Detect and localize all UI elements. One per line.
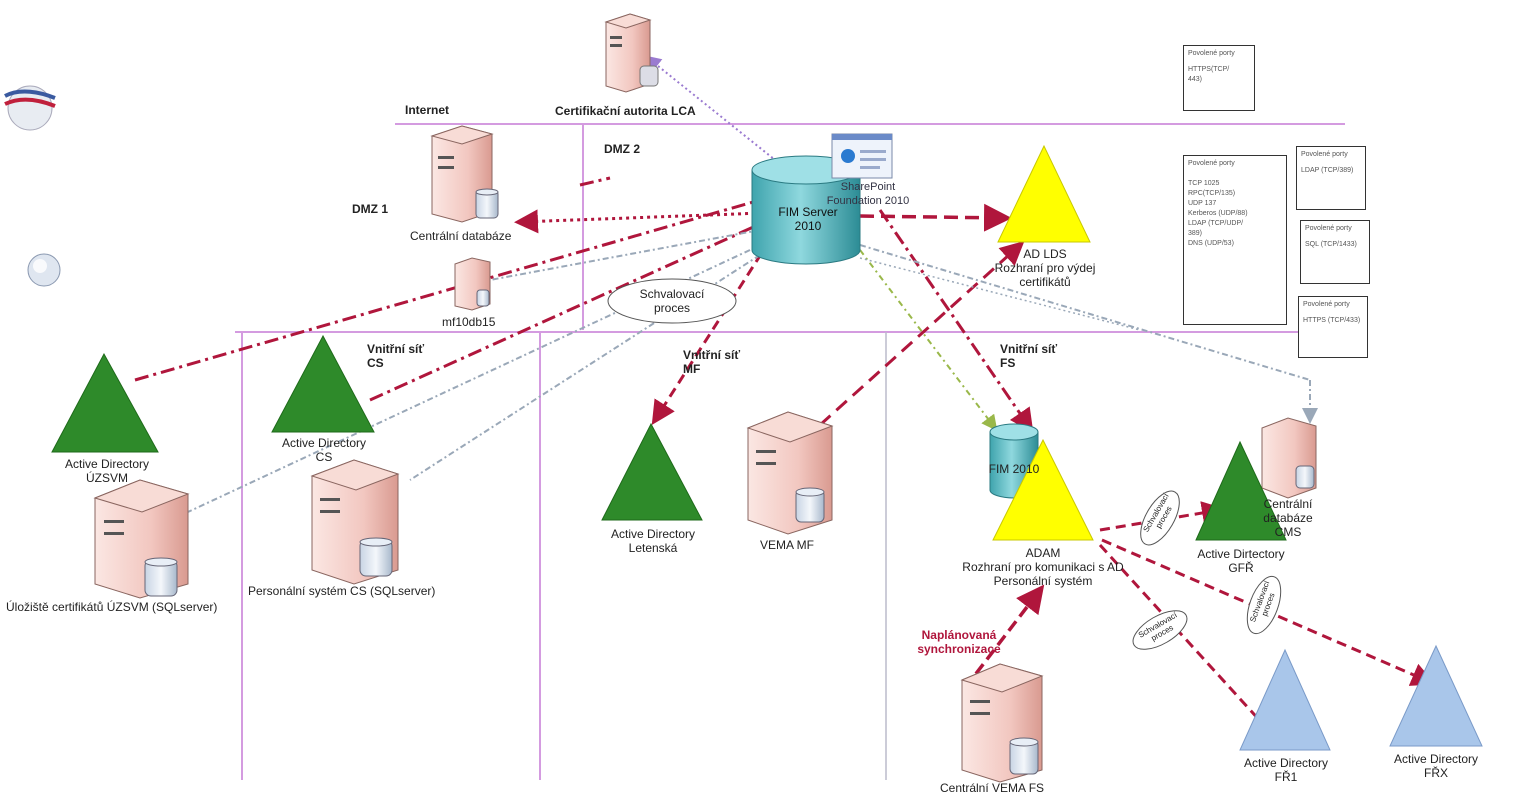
ad-lds-label: AD LDS Rozhraní pro výdej certifikátů xyxy=(994,247,1096,289)
connections xyxy=(134,55,1436,750)
vema-fs-label: Centrální VEMA FS xyxy=(940,781,1045,795)
approval-fr1-ellipse xyxy=(1132,610,1188,650)
ca-label: Certifikační autorita LCA xyxy=(555,104,696,118)
legend-fim-ports: Povolené porty TCP 1025 RPC(TCP/135) UDP… xyxy=(1183,155,1287,325)
zone-internet-label: Internet xyxy=(405,103,450,117)
fim-fs-label: FIM 2010 xyxy=(988,462,1040,476)
zone-dmz1-label: DMZ 1 xyxy=(352,202,388,216)
vema-fs-server-icon xyxy=(960,663,1044,783)
central-db-server-icon xyxy=(430,125,499,223)
ad-cs-triangle xyxy=(271,334,375,433)
adam-triangle xyxy=(992,438,1094,541)
legend-https433: Povolené porty HTTPS (TCP/433) xyxy=(1298,296,1368,358)
legend-ldap: Povolené porty LDAP (TCP/389) xyxy=(1296,146,1366,210)
mf10db15-label: mf10db15 xyxy=(442,315,496,329)
zone-dmz2-label: DMZ 2 xyxy=(604,142,640,156)
approval-frx-ellipse xyxy=(1246,575,1282,635)
mf10db15-server-icon xyxy=(454,257,491,311)
approval-gfr-ellipse xyxy=(1140,490,1180,546)
central-db-label: Centrální databáze xyxy=(410,229,512,243)
ad-gfr-triangle xyxy=(1195,440,1287,541)
cms-db-server-icon xyxy=(1261,417,1317,499)
vema-mf-label: VEMA MF xyxy=(760,538,815,552)
ad-frx-triangle xyxy=(1389,644,1483,747)
ad-lds-triangle xyxy=(997,144,1091,243)
cms-db-label: Centrální databáze CMS xyxy=(1263,497,1313,539)
ad-letenska-triangle xyxy=(601,422,703,521)
partial-network-icon xyxy=(4,85,56,131)
cert-store-server-icon xyxy=(93,479,190,599)
adam-label: ADAM Rozhraní pro komunikaci s AD Person… xyxy=(962,546,1124,588)
partial-globe-icon xyxy=(27,253,61,287)
vema-mf-server-icon xyxy=(746,411,834,535)
ad-fr1-triangle xyxy=(1239,648,1331,751)
personal-cs-server-icon xyxy=(310,459,400,585)
cert-store-label: Úložiště certifikátů ÚZSVM (SQLserver) xyxy=(6,600,218,614)
approval-main-ellipse xyxy=(607,278,737,324)
ad-uzsvm-triangle xyxy=(51,352,159,453)
legend-sql: Povolené porty SQL (TCP/1433) xyxy=(1300,220,1370,284)
sharepoint-icon xyxy=(831,133,893,179)
zone-boundaries xyxy=(235,123,1345,780)
ca-server-icon xyxy=(604,13,659,93)
legend-https443: Povolené porty HTTPS(TCP/ 443) xyxy=(1183,45,1255,111)
personal-cs-label: Personální systém CS (SQLserver) xyxy=(248,584,436,598)
